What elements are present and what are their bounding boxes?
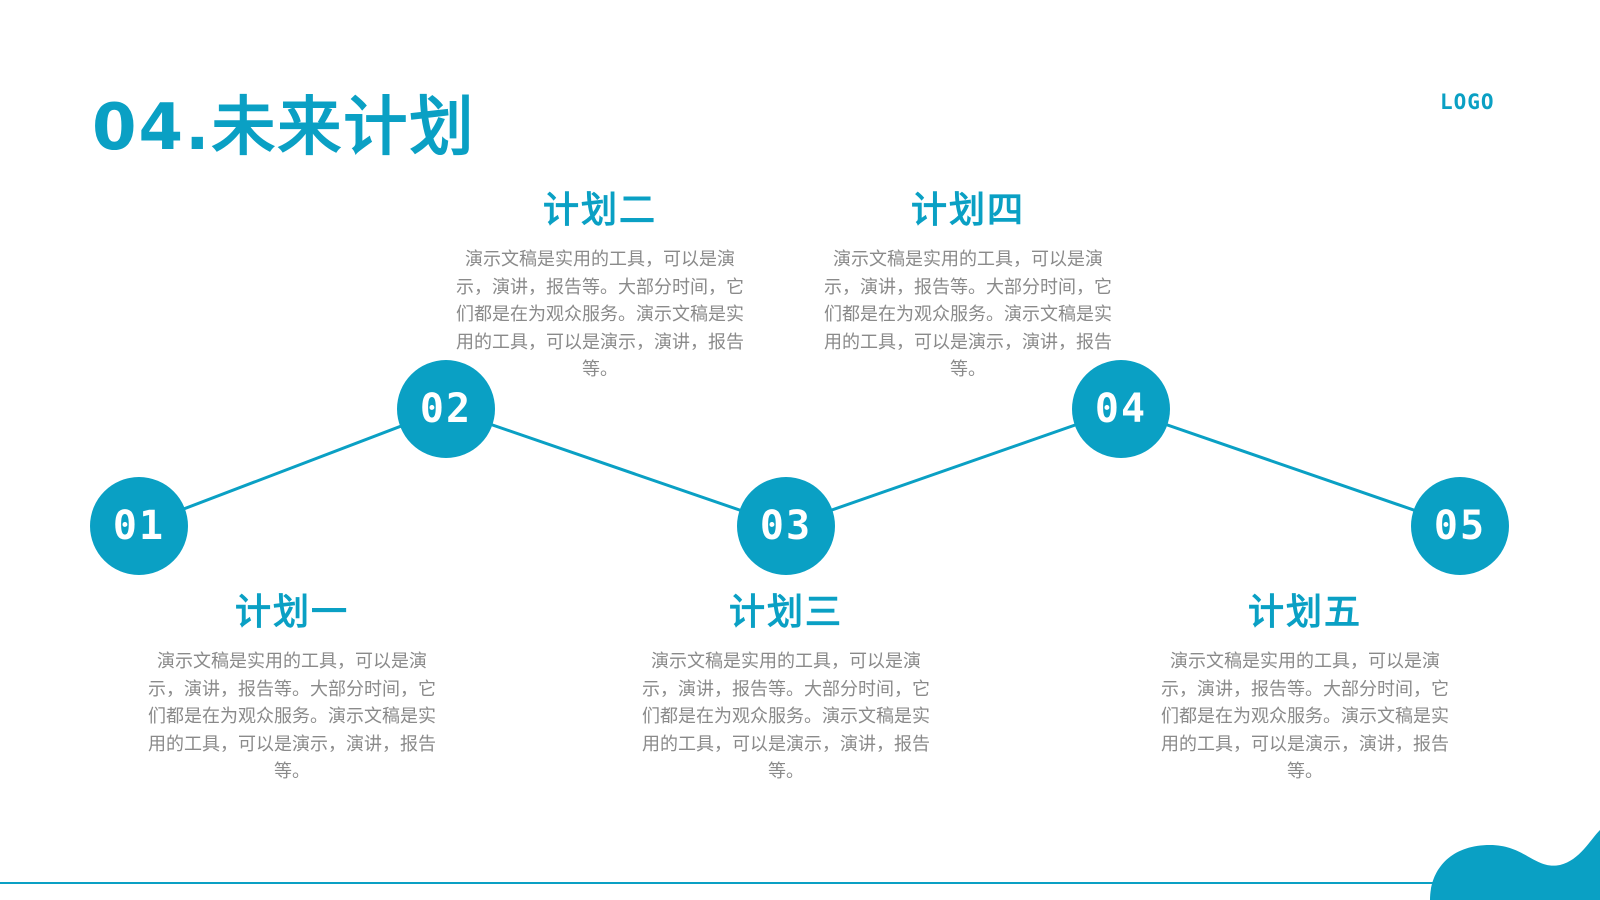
plan-description: 演示文稿是实用的工具，可以是演示，演讲，报告等。大部分时间，它们都是在为观众服务… bbox=[642, 651, 930, 782]
plan-block-5: 计划五 演示文稿是实用的工具，可以是演示，演讲，报告等。大部分时间，它们都是在为… bbox=[1145, 590, 1465, 786]
plan-block-4: 计划四 演示文稿是实用的工具，可以是演示，演讲，报告等。大部分时间，它们都是在为… bbox=[808, 188, 1128, 384]
node-number: 04 bbox=[1094, 386, 1148, 432]
footer-divider bbox=[0, 882, 1450, 884]
wave-shape-path bbox=[1430, 830, 1600, 900]
plan-description: 演示文稿是实用的工具，可以是演示，演讲，报告等。大部分时间，它们都是在为观众服务… bbox=[148, 651, 436, 782]
page-title: 04.未来计划 bbox=[92, 91, 476, 165]
plan-block-1: 计划一 演示文稿是实用的工具，可以是演示，演讲，报告等。大部分时间，它们都是在为… bbox=[132, 590, 452, 786]
logo: LOGO bbox=[1440, 90, 1495, 114]
plan-block-2: 计划二 演示文稿是实用的工具，可以是演示，演讲，报告等。大部分时间，它们都是在为… bbox=[440, 188, 760, 384]
timeline-node-4: 04 bbox=[1072, 360, 1170, 458]
plan-title: 计划一 bbox=[234, 592, 349, 633]
timeline-node-2: 02 bbox=[397, 360, 495, 458]
plan-description: 演示文稿是实用的工具，可以是演示，演讲，报告等。大部分时间，它们都是在为观众服务… bbox=[824, 249, 1112, 380]
plan-block-3: 计划三 演示文稿是实用的工具，可以是演示，演讲，报告等。大部分时间，它们都是在为… bbox=[626, 590, 946, 786]
node-number: 01 bbox=[112, 503, 166, 549]
plan-title: 计划三 bbox=[728, 592, 843, 633]
node-number: 05 bbox=[1433, 503, 1487, 549]
node-number: 02 bbox=[419, 386, 473, 432]
plan-title: 计划二 bbox=[542, 190, 657, 231]
decorative-wave bbox=[1430, 830, 1600, 900]
timeline-node-1: 01 bbox=[90, 477, 188, 575]
plan-title: 计划四 bbox=[910, 190, 1025, 231]
plan-description: 演示文稿是实用的工具，可以是演示，演讲，报告等。大部分时间，它们都是在为观众服务… bbox=[1161, 651, 1449, 782]
plan-description: 演示文稿是实用的工具，可以是演示，演讲，报告等。大部分时间，它们都是在为观众服务… bbox=[456, 249, 744, 380]
timeline-node-3: 03 bbox=[737, 477, 835, 575]
node-number: 03 bbox=[759, 503, 813, 549]
plan-title: 计划五 bbox=[1247, 592, 1362, 633]
timeline-node-5: 05 bbox=[1411, 477, 1509, 575]
